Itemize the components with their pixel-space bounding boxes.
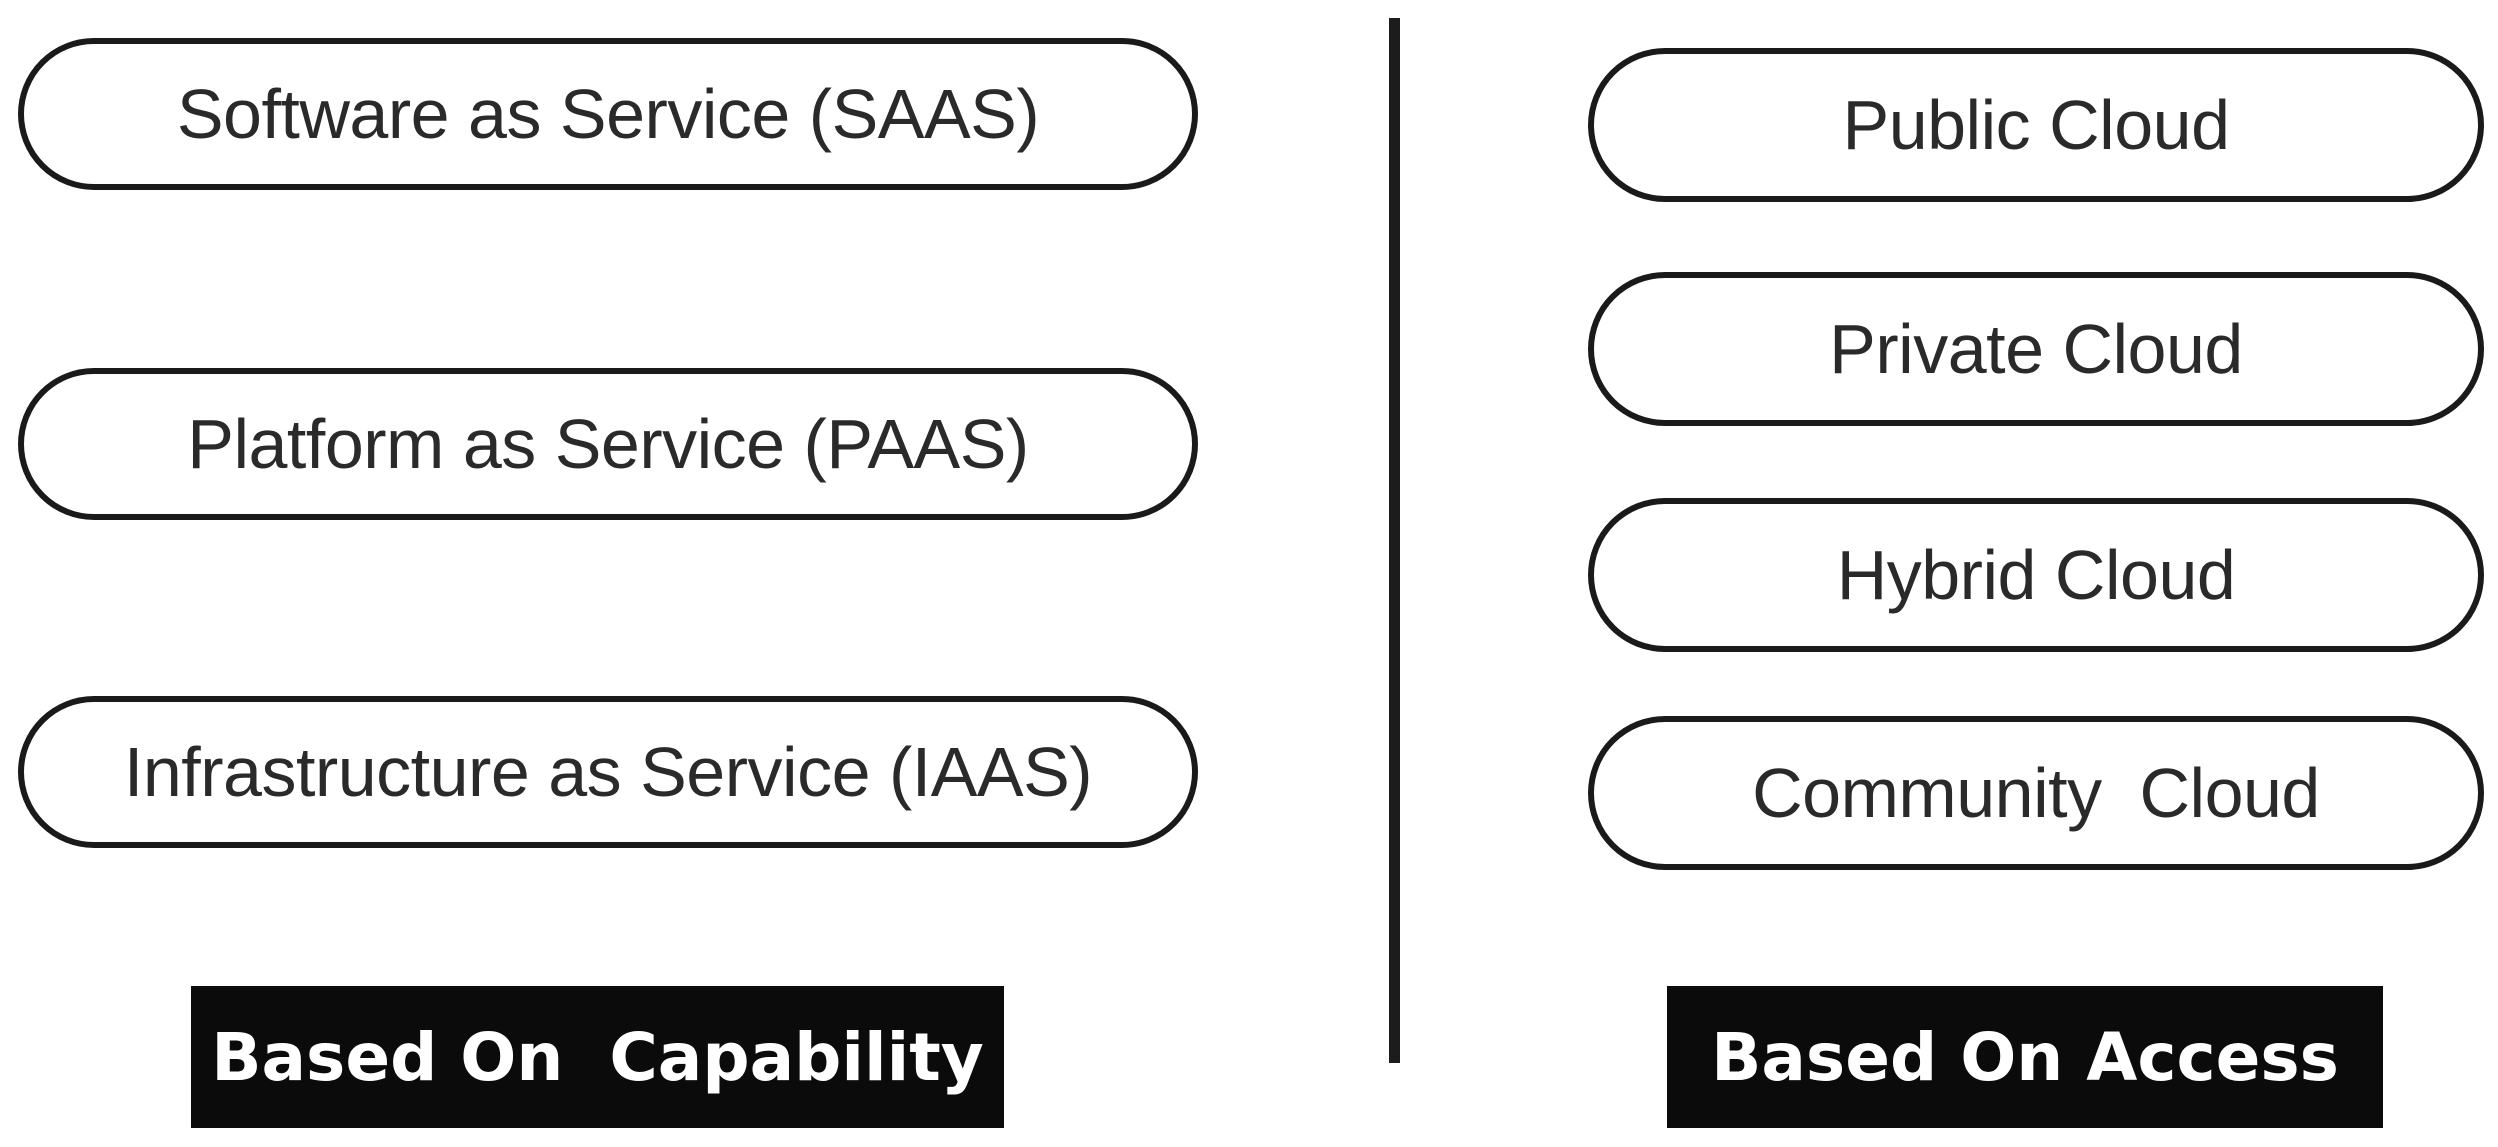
community-cloud-label: Community Cloud xyxy=(1752,754,2320,832)
private-cloud-box: Private Cloud xyxy=(1588,272,2484,426)
column-divider xyxy=(1389,18,1400,1063)
capability-caption: Based On Capability xyxy=(191,986,1004,1128)
public-cloud-label: Public Cloud xyxy=(1842,86,2231,164)
saas-label: Software as Service (SAAS) xyxy=(176,75,1040,153)
paas-label: Platform as Service (PAAS) xyxy=(187,405,1029,483)
community-cloud-box: Community Cloud xyxy=(1588,716,2484,870)
capability-caption-label: Based On Capability xyxy=(211,1018,984,1096)
saas-box: Software as Service (SAAS) xyxy=(18,38,1198,190)
paas-box: Platform as Service (PAAS) xyxy=(18,368,1198,520)
private-cloud-label: Private Cloud xyxy=(1829,310,2243,388)
public-cloud-box: Public Cloud xyxy=(1588,48,2484,202)
hybrid-cloud-box: Hybrid Cloud xyxy=(1588,498,2484,652)
iaas-label: Infrastructure as Service (IAAS) xyxy=(123,733,1093,811)
access-caption-label: Based On Access xyxy=(1711,1018,2339,1096)
hybrid-cloud-label: Hybrid Cloud xyxy=(1836,536,2236,614)
access-caption: Based On Access xyxy=(1667,986,2383,1128)
iaas-box: Infrastructure as Service (IAAS) xyxy=(18,696,1198,848)
